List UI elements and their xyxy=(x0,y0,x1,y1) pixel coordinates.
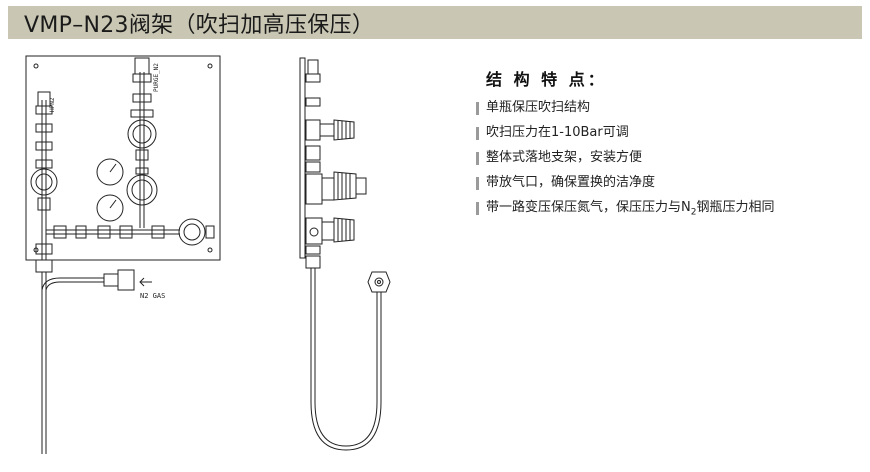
purge-regulator xyxy=(127,119,157,149)
feature-text: 单瓶保压吹扫结构 xyxy=(486,100,591,115)
main-regulator xyxy=(126,174,158,206)
feature-item: 单瓶保压吹扫结构 xyxy=(474,98,774,123)
feature-text: 带放气口，确保置换的洁净度 xyxy=(486,175,656,190)
title-bar: VMP–N23阀架（吹扫加高压保压） xyxy=(8,6,862,39)
feature-item: 带一路变压保压氮气，保压压力与N2钢瓶压力相同 xyxy=(474,198,774,223)
page-title: VMP–N23阀架（吹扫加高压保压） xyxy=(24,12,375,38)
flex-hose xyxy=(310,268,382,451)
features-section: 结 构 特 点： 单瓶保压吹扫结构 吹扫压力在1-10Bar可调 整体式落地支架… xyxy=(474,66,774,223)
bullet-bar-icon xyxy=(476,202,479,215)
feature-item: 吹扫压力在1-10Bar可调 xyxy=(474,123,774,148)
feature-text-part: 带一路变压保压氮气，保压压力与N xyxy=(486,200,691,215)
label-n2-gas: N2 GAS xyxy=(140,292,165,300)
feature-text: 带一路变压保压氮气，保压压力与N2钢瓶压力相同 xyxy=(486,198,774,223)
hpn2-regulator xyxy=(30,168,58,196)
feature-item: 带放气口，确保置换的洁净度 xyxy=(474,173,774,198)
mounting-panel xyxy=(25,55,221,261)
front-view-drawing: HPN2 PURGE_N2 N2 GAS xyxy=(25,55,221,454)
feature-text-part: 钢瓶压力相同 xyxy=(696,200,775,215)
outlet-regulator xyxy=(178,218,206,246)
pressure-gauge-lower xyxy=(96,194,124,222)
features-title: 结 构 特 点： xyxy=(486,70,607,89)
regulator-knob-3 xyxy=(333,217,355,243)
bullet-bar-icon xyxy=(476,152,479,165)
label-purge-n2: PURGE_N2 xyxy=(153,63,160,92)
regulator-knob-1 xyxy=(333,119,355,141)
feature-text: 吹扫压力在1-10Bar可调 xyxy=(486,125,629,140)
side-view-drawing xyxy=(299,57,391,451)
regulator-knob-2 xyxy=(333,171,357,201)
panel-edge xyxy=(299,57,306,259)
n2-inlet-nut xyxy=(117,269,135,291)
label-hpn2: HPN2 xyxy=(49,97,56,112)
bullet-bar-icon xyxy=(476,127,479,140)
hose-end-nut xyxy=(367,271,391,293)
pressure-gauge-upper xyxy=(96,158,124,186)
feature-item: 整体式落地支架，安装方便 xyxy=(474,148,774,173)
bullet-bar-icon xyxy=(476,102,479,115)
features-list: 单瓶保压吹扫结构 吹扫压力在1-10Bar可调 整体式落地支架，安装方便 带放气… xyxy=(474,98,774,223)
bullet-bar-icon xyxy=(476,177,479,190)
subscript-2: 2 xyxy=(690,207,697,218)
feature-text: 整体式落地支架，安装方便 xyxy=(486,150,643,165)
